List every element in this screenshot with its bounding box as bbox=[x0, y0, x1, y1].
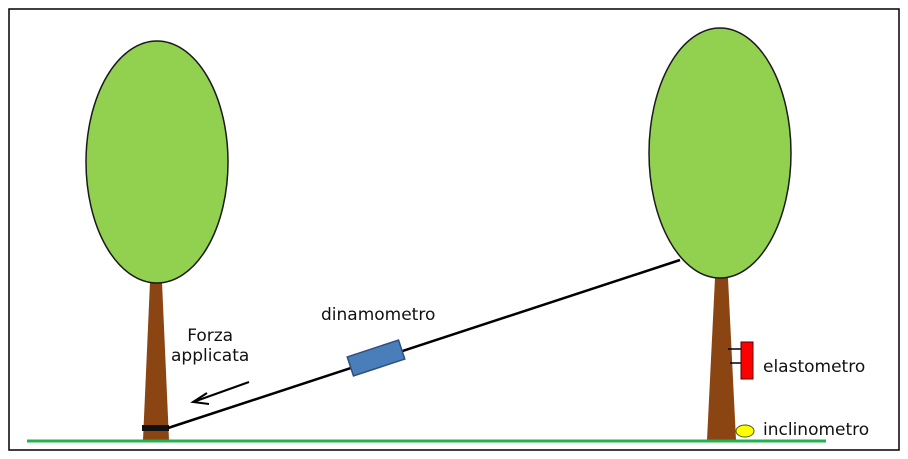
dynamometer-device bbox=[346, 339, 406, 377]
inclinometer-device bbox=[735, 424, 755, 438]
cable-anchor-band bbox=[142, 425, 169, 431]
dynamometer-label: dinamometro bbox=[321, 305, 436, 325]
left-tree-foliage bbox=[85, 40, 229, 284]
elastometer-device bbox=[728, 341, 754, 380]
left-tree-trunk bbox=[143, 282, 169, 440]
right-tree-foliage bbox=[648, 27, 792, 279]
applied-force-label: Forza applicata bbox=[171, 326, 249, 366]
right-tree-trunk bbox=[707, 278, 736, 440]
arrow-left-down-icon bbox=[190, 381, 250, 405]
pulling-cable bbox=[167, 258, 681, 430]
applied-force-label-line2: applicata bbox=[171, 346, 250, 366]
applied-force-label-line1: Forza bbox=[187, 326, 234, 346]
inclinometer-label: inclinometro bbox=[763, 420, 870, 440]
elastometer-label: elastometro bbox=[763, 357, 866, 377]
